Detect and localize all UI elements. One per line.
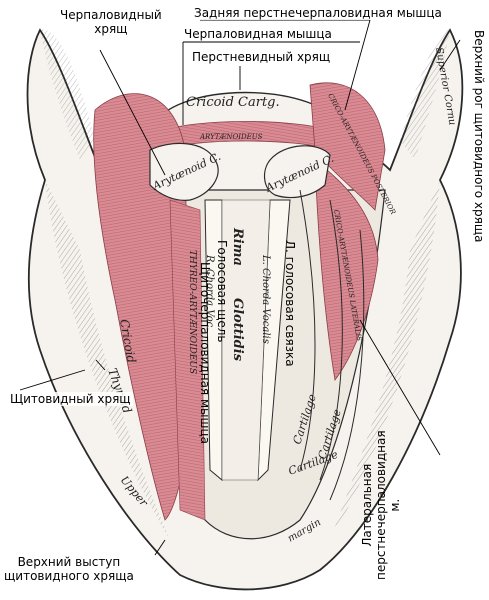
label-vocal-cord-left: Л. голосовая связка xyxy=(283,240,297,367)
plate-glottidis: Glottidis xyxy=(230,298,245,362)
arytenoid-cartilage-right xyxy=(264,145,331,199)
thyroarytenoid-muscle-inner xyxy=(169,199,206,521)
label-lateral-cricoarytenoid: Латеральная перстнечерпаловидная м. xyxy=(360,430,402,580)
plate-thyreo: THYREO-ARYTÆNOIDEUS xyxy=(187,250,197,374)
label-line: Латеральная перстнечерпаловидная м. xyxy=(360,430,402,580)
arytenoid-cartilage-left xyxy=(149,142,219,201)
plate-l-chorda: L. Chorda Vocalis xyxy=(260,254,271,344)
label-thyroid-cartilage: Щитовидный хрящ xyxy=(8,392,133,406)
lateral-cricoarytenoid-muscle xyxy=(314,159,379,381)
leader-lines xyxy=(19,19,461,556)
thyroarytenoid-muscle-left xyxy=(93,93,191,521)
plate-arytaenoideus: ARYTÆNOIDEUS xyxy=(199,133,263,141)
label-posterior-cricoarytenoid: Задняя перстнечерпаловидная мышца xyxy=(192,6,444,20)
posterior-cricoarytenoid-muscle xyxy=(309,82,386,211)
label-superior-horn: Верхний рог щитовидного хряща xyxy=(472,30,486,243)
label-arytenoid-muscle: Черпаловидная мышца xyxy=(182,27,334,41)
rima-glottidis xyxy=(221,199,271,481)
label-line: Верхний выступ щитовидного хряща xyxy=(4,555,134,583)
label-rima-glottidis: Голосовая щель xyxy=(215,240,229,343)
label-superior-prominence: Верхний выступ щитовидного хряща xyxy=(2,555,136,583)
label-thyroarytenoid: Щиточерпаловидная мышца xyxy=(198,262,212,444)
plate-rima: Rima xyxy=(230,227,245,266)
plate-r-chorda: R. Chorda Voc. xyxy=(204,254,215,330)
label-line: Черпаловидный хрящ xyxy=(60,8,162,36)
label-arytenoid-cartilage: Черпаловидный хрящ xyxy=(58,8,164,36)
label-cricoid-cartilage: Перстневидный хрящ xyxy=(190,50,333,64)
plate-cricoid-cart: Cricoid Cartg. xyxy=(186,95,280,110)
